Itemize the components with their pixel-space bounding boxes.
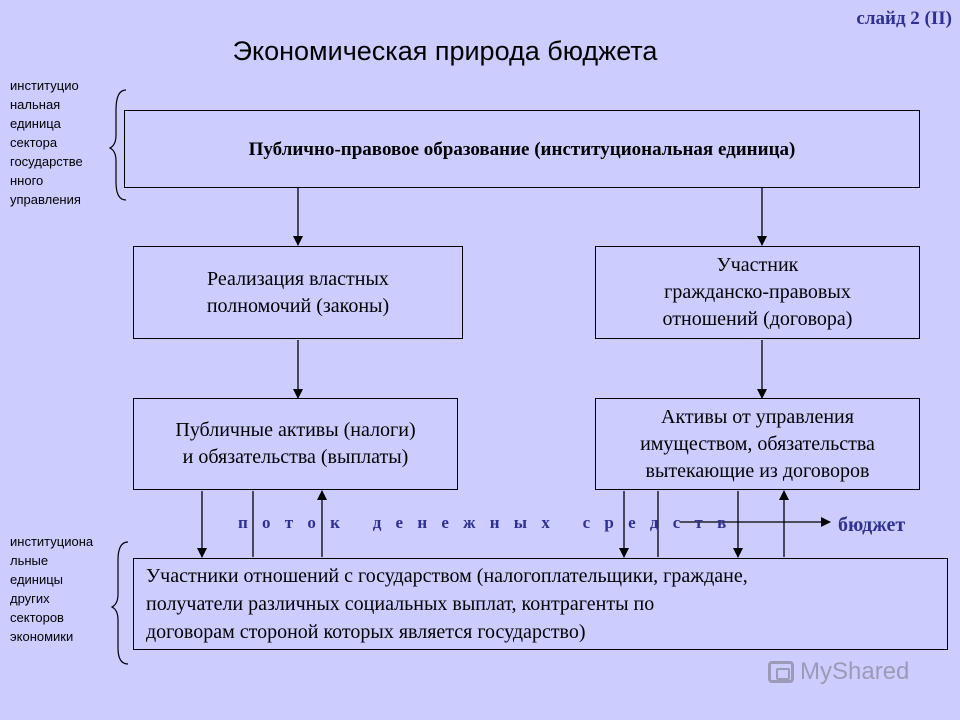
- box-property-assets: Активы от управления имуществом, обязате…: [595, 398, 920, 490]
- cash-flow-label: п о т о к д е н е ж н ы х с р е д с т в: [238, 513, 732, 532]
- box-public-assets: Публичные активы (налоги) и обязательств…: [133, 398, 458, 490]
- box-power-implementation: Реализация властных полномочий (законы): [133, 246, 463, 339]
- side-label-other-units: институциона льные единицы других сектор…: [10, 534, 94, 644]
- side-label-government-unit: институцио нальная единица сектора госуд…: [10, 78, 83, 207]
- watermark-text: MyShared: [800, 658, 910, 685]
- slide-number: слайд 2 (II): [856, 8, 952, 29]
- box-state-relations-participants: Участники отношений с государством (нало…: [133, 558, 948, 650]
- brace-top: [108, 89, 127, 201]
- box-public-legal-entity: Публично-правовое образование (институци…: [124, 110, 920, 188]
- page-title: Экономическая природа бюджета: [232, 36, 658, 66]
- watermark-logo: MyShared: [768, 658, 909, 686]
- box-civil-law-participant: Участник гражданско-правовых отношений (…: [595, 246, 920, 339]
- brace-bottom: [110, 541, 129, 665]
- budget-label: бюджет: [838, 514, 906, 536]
- logo-icon: [768, 661, 794, 683]
